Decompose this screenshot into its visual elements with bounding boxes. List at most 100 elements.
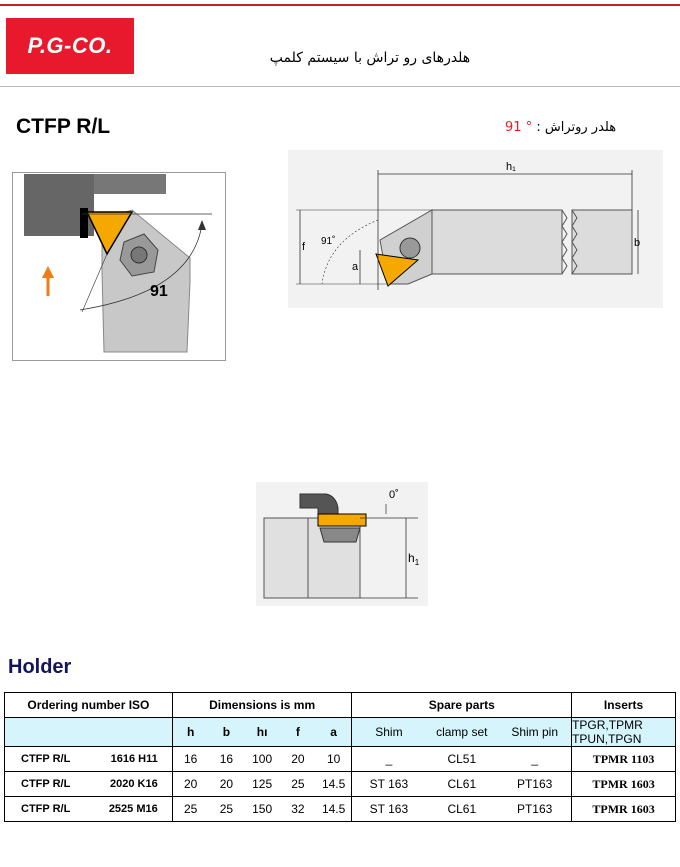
spare-cell: _ CL51 _ [351, 746, 573, 772]
spare-clamp-header: clamp set [436, 725, 488, 739]
ordering-name: CTFP R/L [21, 753, 71, 765]
header-divider [0, 86, 680, 87]
dims-cell: 16 16 100 20 10 [171, 746, 353, 772]
dim-b-label: b [634, 237, 640, 249]
angle-arc [79, 223, 203, 311]
side-h1-label: h1 [408, 551, 420, 567]
left-angle-label: 91 [150, 283, 168, 300]
dim-clamp-screw [399, 237, 421, 259]
table-group-header-row: Ordering number ISO Dimensions is mm Spa… [4, 692, 676, 718]
ordering-name: CTFP R/L [21, 778, 71, 790]
dim-h1-header: hı [256, 725, 268, 739]
ordering-cell: CTFP R/L 2020 K16 [4, 771, 173, 797]
dim-f-label: f [302, 241, 306, 253]
dim-f-value: 20 [291, 752, 305, 766]
arc-arrowhead [198, 220, 206, 230]
col-inserts-header: Inserts [571, 692, 676, 718]
pin-value: PT163 [516, 777, 553, 791]
shim-value: _ [385, 752, 393, 766]
ordering-name: CTFP R/L [21, 803, 71, 815]
holder-dimension-diagram: h₁ f 91˚ a b [288, 150, 663, 308]
dim-h1-value: 125 [252, 777, 273, 791]
table-subheader-row: h b hı f a Shim clamp set Shim pin TPGR,… [4, 717, 676, 747]
dim-a-header: a [330, 725, 337, 739]
table-row: CTFP R/L 2525 M16 25 25 150 32 14.5 ST 16… [4, 796, 676, 822]
dim-b-header: b [222, 725, 231, 739]
clamp-value: CL51 [447, 752, 477, 766]
spare-subheaders: Shim clamp set Shim pin [351, 717, 573, 747]
angle-unit: ° [525, 120, 533, 135]
spare-pin-header: Shim pin [511, 725, 558, 739]
insert-types-line-2: TPUN,TPGN [572, 732, 642, 746]
model-name: CTFP R/L [16, 115, 111, 138]
dim-h-value: 16 [183, 752, 198, 766]
col-dimensions-header: Dimensions is mm [171, 692, 353, 718]
approach-angle-label: 91 ° : هلدر روتراش [505, 120, 616, 135]
ref-line-2 [81, 253, 108, 313]
ordering-code: 2020 K16 [110, 778, 158, 790]
side-insert [317, 513, 367, 527]
holder-side-view-diagram: h1 0˚ [256, 482, 428, 606]
dim-angle-label: 91˚ [321, 235, 335, 247]
dim-h1-value: 100 [252, 752, 273, 766]
clamp-value: CL61 [447, 777, 477, 791]
dim-h-value: 25 [183, 802, 198, 816]
machine-block-top [94, 174, 166, 194]
angle-value: 91 [505, 120, 522, 135]
ordering-cell: CTFP R/L 2525 M16 [4, 796, 173, 822]
dim-a-value: 10 [326, 752, 341, 766]
col-spare-header: Spare parts [351, 692, 573, 718]
spare-cell: ST 163 CL61 PT163 [351, 796, 573, 822]
dims-cell: 25 25 150 32 14.5 [171, 796, 353, 822]
insert-value: TPMR 1603 [571, 771, 676, 797]
dim-a-value: 14.5 [321, 802, 346, 816]
shim-value: ST 163 [369, 802, 409, 816]
section-title: Holder [8, 656, 72, 678]
spare-shim-header: Shim [375, 725, 403, 739]
pin-value: PT163 [516, 802, 553, 816]
dim-f-value: 32 [291, 802, 305, 816]
dim-f-value: 25 [291, 777, 305, 791]
insert-types-header: TPGR,TPMR TPUN,TPGN [571, 717, 676, 747]
break-lines [561, 209, 578, 275]
clamp-edge [80, 208, 88, 238]
page-title: هلدرهای رو تراش با سیستم کلمپ [269, 50, 471, 66]
insert-value: TPMR 1103 [571, 746, 676, 772]
angle-text: : هلدر روتراش [536, 120, 617, 135]
insert-types-line-1: TPGR,TPMR [572, 718, 643, 732]
insert-value: TPMR 1603 [571, 796, 676, 822]
dim-h1-value: 150 [252, 802, 273, 816]
dims-cell: 20 20 125 25 14.5 [171, 771, 353, 797]
col-ordering-header: Ordering number ISO [4, 692, 173, 718]
clamp-value: CL61 [447, 802, 477, 816]
insert-triangle [85, 211, 134, 256]
ordering-code: 2525 M16 [108, 803, 158, 815]
ordering-subheader-cell [4, 717, 173, 747]
company-logo: P.G-CO. [6, 18, 134, 74]
shank-left [431, 209, 563, 275]
dim-a-value: 14.5 [321, 777, 346, 791]
feed-arrow-icon [42, 266, 54, 278]
pin-value: _ [531, 752, 538, 766]
dim-f-header: f [295, 725, 300, 739]
dim-b-value: 25 [219, 802, 234, 816]
side-h-sub: 1 [415, 558, 420, 567]
side-shim [319, 527, 361, 543]
shank-right [571, 209, 633, 275]
side-angle-label: 0˚ [389, 489, 399, 501]
dim-b-value: 16 [219, 752, 234, 766]
dimension-subheaders: h b hı f a [171, 717, 353, 747]
dim-h-value: 20 [183, 777, 198, 791]
clamp-screw [130, 246, 148, 264]
holder-spec-table: Ordering number ISO Dimensions is mm Spa… [4, 692, 676, 822]
holder-top-view-diagram: 91 [12, 172, 226, 361]
side-h-text: h [408, 551, 415, 565]
dim-b-value: 20 [219, 777, 234, 791]
dim-h-header: h [186, 725, 195, 739]
dim-a-label: a [352, 261, 359, 273]
dim-h1-label: h₁ [506, 161, 516, 173]
dim-insert [375, 253, 420, 287]
